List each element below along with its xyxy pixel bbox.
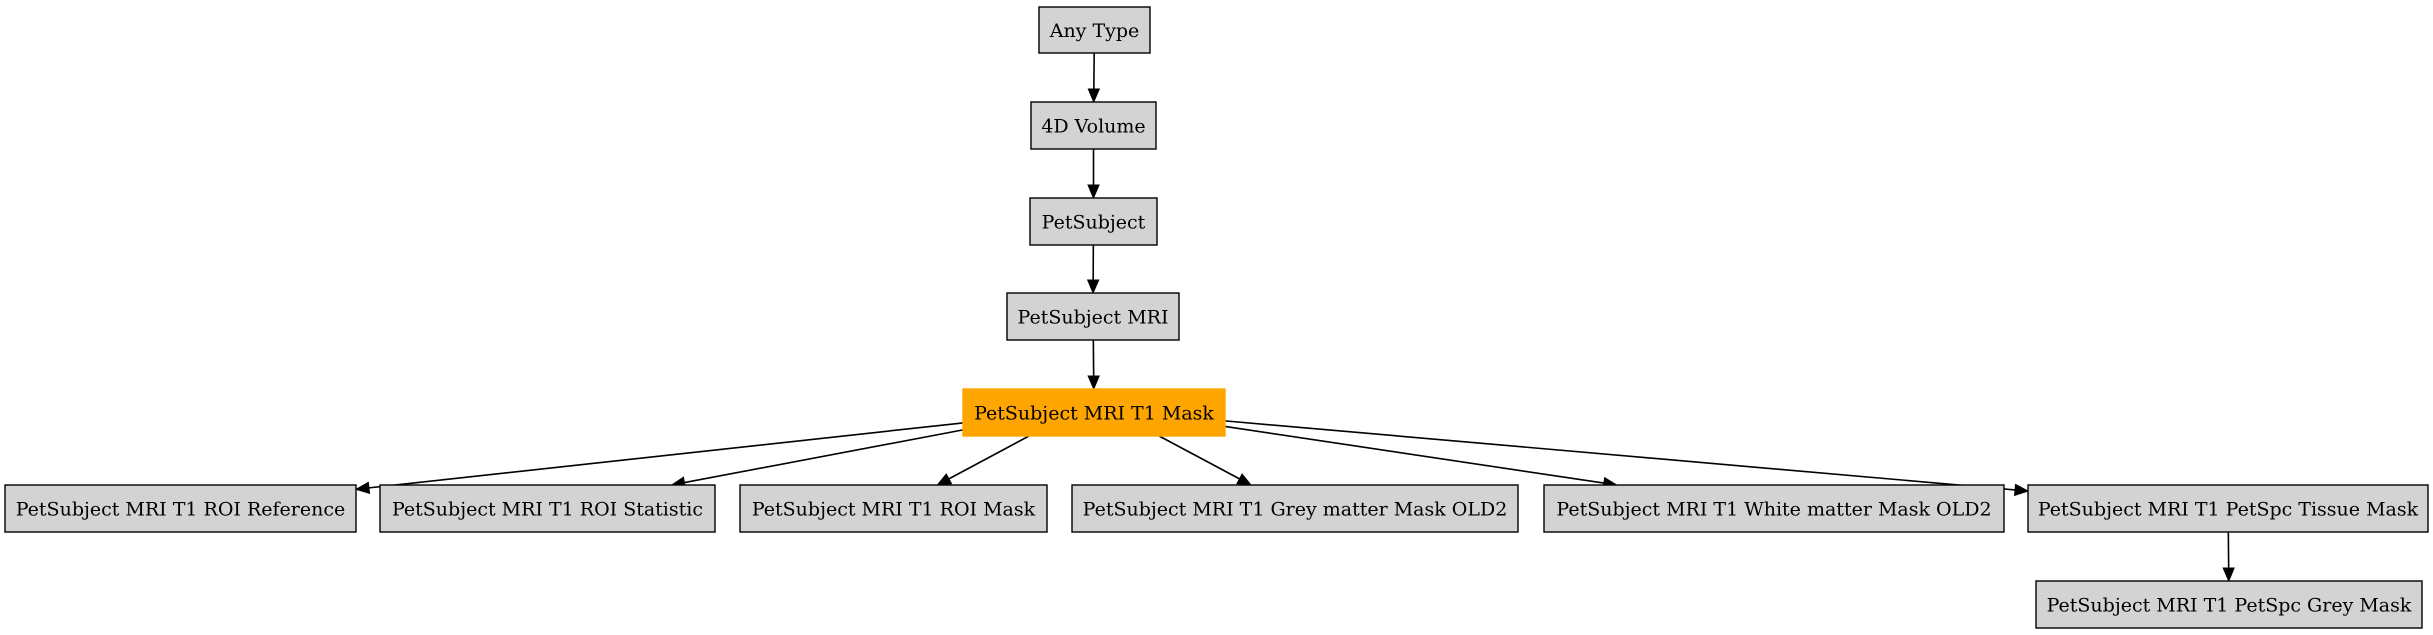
edge-t1_mask-to-roi_statistic bbox=[684, 429, 964, 484]
arrowhead-tissue_mask bbox=[2014, 483, 2030, 497]
node-roi-reference[interactable]: PetSubject MRI T1 ROI Reference bbox=[4, 484, 357, 533]
node-box bbox=[1071, 484, 1519, 533]
node-label: PetSubject MRI bbox=[1018, 307, 1169, 329]
node-grey-old2[interactable]: PetSubject MRI T1 Grey matter Mask OLD2 bbox=[1071, 484, 1519, 533]
arrowhead-t1_mask bbox=[1087, 375, 1100, 391]
node-tissue-mask[interactable]: PetSubject MRI T1 PetSpc Tissue Mask bbox=[2027, 484, 2429, 533]
node-t1-mask[interactable]: PetSubject MRI T1 Mask bbox=[962, 388, 1226, 437]
node-box bbox=[962, 388, 1226, 437]
node-label: 4D Volume bbox=[1041, 116, 1145, 138]
arrowhead-roi_mask bbox=[936, 473, 953, 486]
node-label: PetSubject MRI T1 PetSpc Tissue Mask bbox=[2038, 499, 2419, 521]
edge-t1_mask-to-tissue_mask bbox=[1224, 420, 2016, 491]
node-box bbox=[2035, 580, 2423, 629]
node-label: PetSubject bbox=[1042, 212, 1146, 234]
edge-t1_mask-to-roi_reference bbox=[368, 422, 964, 489]
arrowhead-volume_4d bbox=[1087, 88, 1101, 104]
node-pet-subject-mri[interactable]: PetSubject MRI bbox=[1006, 292, 1180, 341]
node-label: PetSubject MRI T1 ROI Mask bbox=[752, 499, 1036, 521]
node-roi-mask[interactable]: PetSubject MRI T1 ROI Mask bbox=[739, 484, 1048, 533]
node-label: PetSubject MRI T1 White matter Mask OLD2 bbox=[1556, 499, 1991, 521]
node-roi-statistic[interactable]: PetSubject MRI T1 ROI Statistic bbox=[379, 484, 716, 533]
edges-layer bbox=[354, 52, 2235, 583]
edge-t1_mask-to-white_old2 bbox=[1224, 425, 1604, 484]
node-volume-4d[interactable]: 4D Volume bbox=[1030, 101, 1157, 150]
node-white-old2[interactable]: PetSubject MRI T1 White matter Mask OLD2 bbox=[1543, 484, 2005, 533]
node-label: PetSubject MRI T1 ROI Statistic bbox=[392, 499, 703, 521]
node-box bbox=[379, 484, 716, 533]
edge-t1_mask-to-roi_mask bbox=[948, 435, 1030, 480]
node-any-type[interactable]: Any Type bbox=[1038, 6, 1151, 54]
node-box bbox=[1006, 292, 1180, 341]
node-grey-mask[interactable]: PetSubject MRI T1 PetSpc Grey Mask bbox=[2035, 580, 2423, 629]
node-label: PetSubject MRI T1 PetSpc Grey Mask bbox=[2047, 595, 2412, 617]
node-box bbox=[1038, 6, 1151, 54]
node-label: PetSubject MRI T1 ROI Reference bbox=[16, 499, 346, 521]
node-box bbox=[739, 484, 1048, 533]
node-box bbox=[1543, 484, 2005, 533]
node-pet-subject[interactable]: PetSubject bbox=[1029, 197, 1158, 246]
arrowhead-grey_old2 bbox=[1236, 473, 1253, 486]
node-box bbox=[1030, 101, 1157, 150]
arrowhead-grey_mask bbox=[2222, 567, 2235, 583]
edge-t1_mask-to-grey_old2 bbox=[1158, 435, 1240, 480]
node-box bbox=[2027, 484, 2429, 533]
arrowhead-roi_reference bbox=[354, 481, 371, 495]
arrowhead-pet_subject bbox=[1087, 184, 1100, 200]
node-label: PetSubject MRI T1 Mask bbox=[974, 403, 1214, 425]
node-box bbox=[4, 484, 357, 533]
node-label: Any Type bbox=[1049, 20, 1140, 42]
node-label: PetSubject MRI T1 Grey matter Mask OLD2 bbox=[1083, 499, 1508, 521]
arrowhead-pet_subject_mri bbox=[1086, 279, 1100, 295]
node-box bbox=[1029, 197, 1158, 246]
